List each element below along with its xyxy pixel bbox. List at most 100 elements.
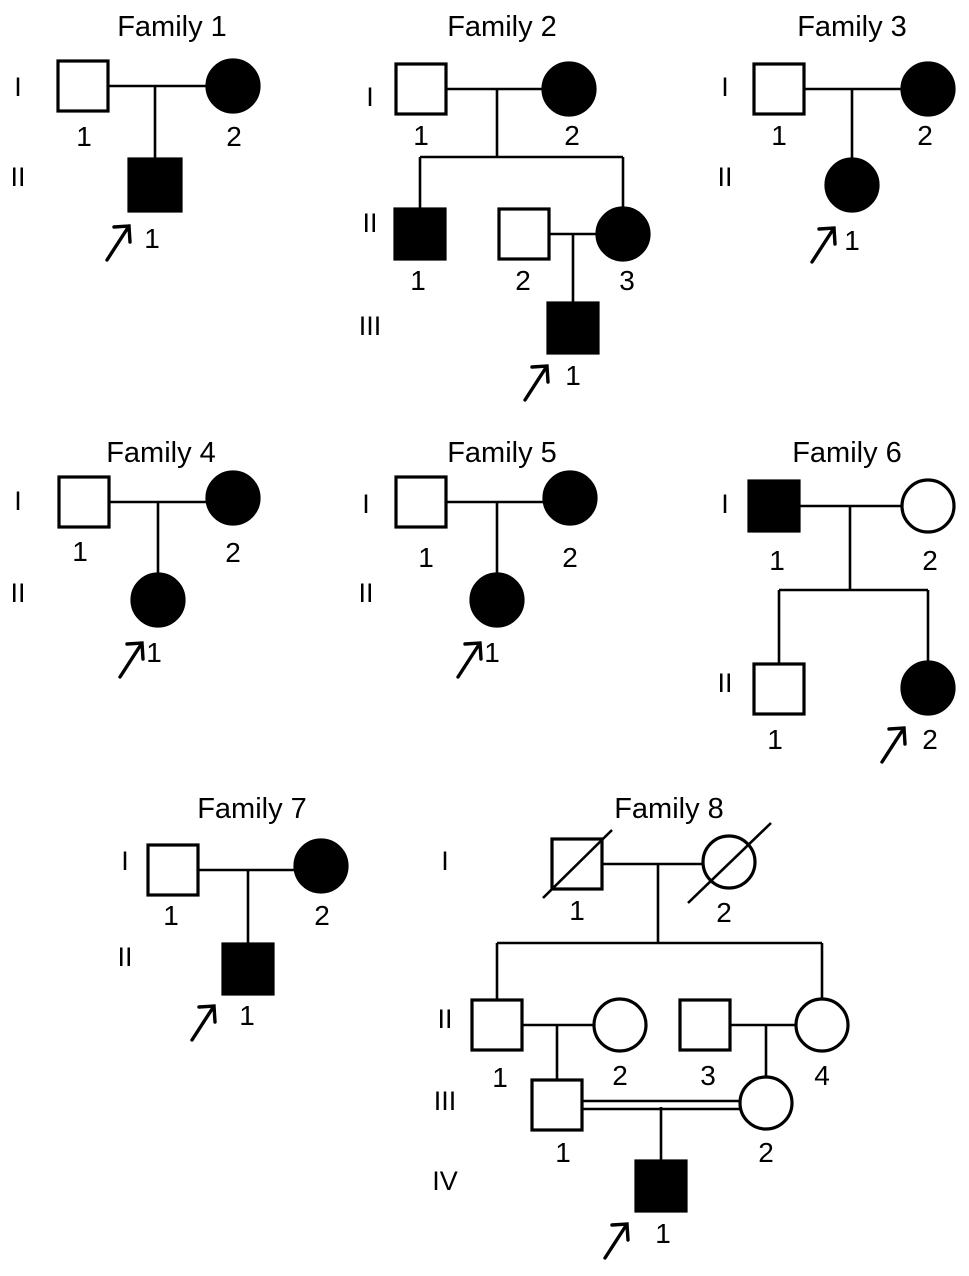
proband-arrow-icon [523, 364, 550, 402]
generation-label: I [366, 82, 374, 112]
proband-arrow-icon [456, 641, 483, 679]
individual-number: 2 [612, 1060, 628, 1091]
individual-number: 2 [922, 545, 938, 576]
individual-i-2-affected-female-circle [542, 470, 598, 526]
individual-number: 1 [555, 1137, 571, 1168]
generation-label: II [437, 1004, 452, 1034]
individual-number: 1 [492, 1062, 508, 1093]
individual-number: 3 [700, 1060, 716, 1091]
individual-number: 1 [769, 545, 785, 576]
individual-i-1-unaffected-male-square [394, 475, 448, 529]
individual-ii-1-affected-female-circle [130, 572, 186, 628]
individual-iii-1-unaffected-male-square [530, 1078, 584, 1132]
individual-ii-3-affected-female-circle [595, 206, 651, 262]
generation-label: II [362, 208, 377, 238]
individual-number: 1 [418, 542, 434, 573]
individual-i-1-unaffected-male-square [394, 62, 448, 116]
generation-label: I [721, 72, 729, 102]
individual-i-2-affected-female-circle [205, 58, 261, 114]
generation-label: II [10, 578, 25, 608]
individual-ii-1-affected-male-square [127, 157, 183, 213]
individual-number: 1 [144, 223, 160, 254]
individual-iv-1-affected-male-square [634, 1159, 688, 1213]
individual-number: 2 [917, 120, 933, 151]
deceased-slash [542, 829, 613, 899]
individual-number: 1 [844, 225, 860, 256]
generation-label: I [721, 489, 729, 519]
generation-label: I [14, 72, 22, 102]
generation-label: I [441, 846, 449, 876]
individual-ii-1-affected-male-square [221, 942, 275, 996]
generation-label: II [717, 162, 732, 192]
individual-i-1-unaffected-male-square [146, 843, 200, 897]
family-title: Family 1 [117, 11, 227, 43]
individual-number: 1 [565, 360, 581, 391]
family-title: Family 8 [614, 793, 724, 825]
individual-ii-1-affected-male-square [393, 207, 447, 261]
individual-number: 2 [716, 897, 732, 928]
individual-number: 4 [814, 1060, 830, 1091]
family-title: Family 7 [197, 793, 307, 825]
generation-label: III [434, 1086, 457, 1116]
individual-number: 2 [922, 724, 938, 755]
individual-number: 1 [767, 724, 783, 755]
individual-number: 2 [564, 120, 580, 151]
generation-label: IV [432, 1166, 458, 1196]
family-title: Family 6 [792, 437, 902, 469]
individual-i-2-affected-female-circle [541, 61, 597, 117]
proband-arrow-icon [118, 641, 145, 679]
individual-number: 1 [484, 637, 500, 668]
individual-ii-2-affected-female-circle [900, 660, 956, 716]
individual-ii-4-unaffected-female-circle [794, 997, 850, 1053]
individual-number: 2 [562, 542, 578, 573]
individual-number: 1 [239, 1000, 255, 1031]
individual-i-2-affected-female-circle [293, 838, 349, 894]
generation-label: II [10, 162, 25, 192]
individual-number: 1 [771, 120, 787, 151]
individual-number: 3 [619, 265, 635, 296]
proband-arrow-icon [190, 1004, 217, 1042]
individual-ii-1-affected-female-circle [824, 157, 880, 213]
generation-label: II [717, 668, 732, 698]
individual-number: 1 [76, 121, 92, 152]
generation-label: I [14, 486, 22, 516]
individual-number: 1 [655, 1218, 671, 1249]
individual-ii-2-unaffected-male-square [497, 207, 551, 261]
individual-number: 2 [314, 900, 330, 931]
proband-arrow-icon [105, 224, 132, 262]
individual-i-1-unaffected-male-square [56, 59, 110, 113]
individual-number: 2 [226, 121, 242, 152]
individual-number: 1 [569, 895, 585, 926]
individual-ii-3-unaffected-male-square [678, 998, 732, 1052]
individual-i-2-affected-female-circle [205, 470, 261, 526]
individual-number: 1 [72, 536, 88, 567]
individual-number: 1 [163, 900, 179, 931]
individual-number: 2 [515, 265, 531, 296]
generation-label: I [121, 846, 129, 876]
individual-number: 1 [413, 120, 429, 151]
individual-ii-1-unaffected-male-square [752, 662, 806, 716]
individual-number: 1 [410, 265, 426, 296]
individual-number: 1 [146, 637, 162, 668]
individual-number: 2 [225, 537, 241, 568]
individual-iii-1-affected-male-square [546, 301, 600, 355]
proband-arrow-icon [603, 1222, 630, 1260]
proband-arrow-icon [880, 726, 907, 764]
family-title: Family 3 [797, 11, 907, 43]
generation-label: II [117, 942, 132, 972]
generation-label: I [362, 489, 370, 519]
generation-label: III [359, 311, 382, 341]
individual-i-2-affected-female-circle [900, 61, 956, 117]
family-title: Family 5 [447, 437, 557, 469]
individual-number: 2 [758, 1137, 774, 1168]
family-title: Family 2 [447, 11, 557, 43]
